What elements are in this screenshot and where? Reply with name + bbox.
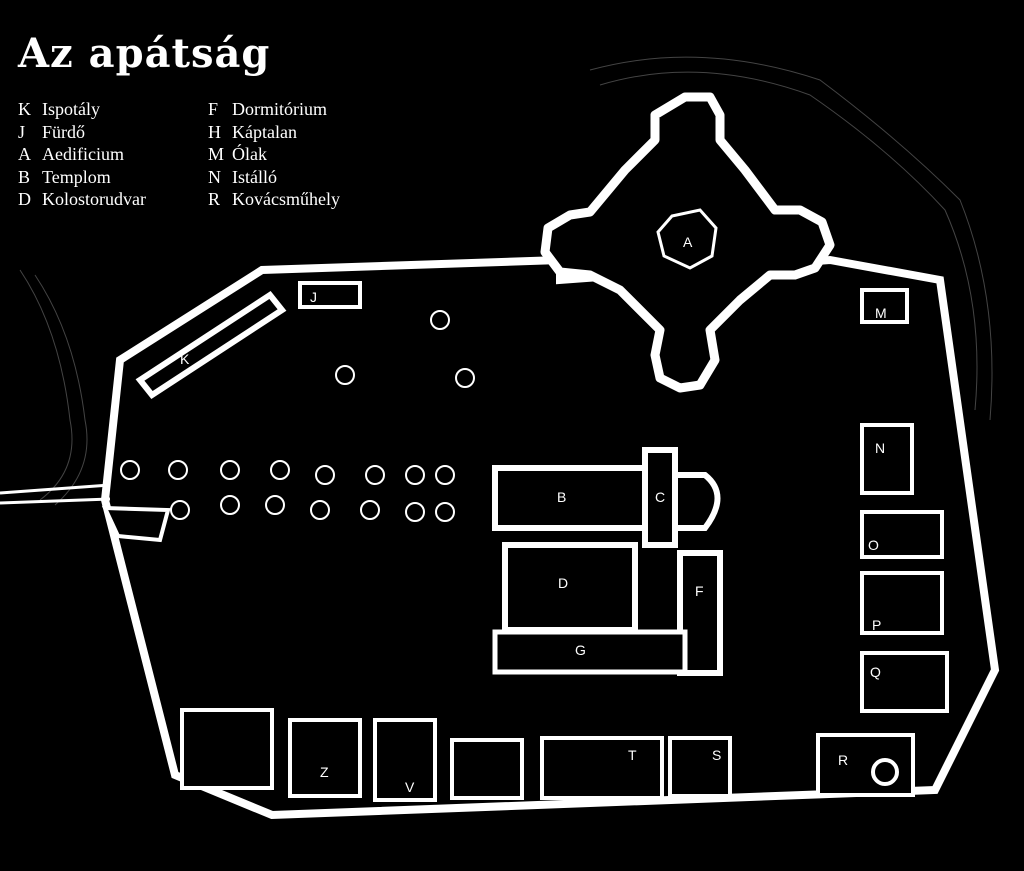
map-label-G: G	[575, 642, 586, 658]
bath-building	[298, 281, 362, 309]
aedificium-building	[540, 92, 835, 393]
map-label-K: K	[180, 351, 190, 367]
map-label-S: S	[712, 747, 721, 763]
map-label-T: T	[628, 747, 637, 763]
map-label-P: P	[872, 617, 881, 633]
map-label-C: C	[655, 489, 665, 505]
map-label-J: J	[310, 289, 317, 305]
gate-path	[0, 483, 111, 505]
pens-building	[860, 288, 909, 324]
map-label-M: M	[875, 305, 887, 321]
smithy-building	[816, 733, 915, 797]
stable-building	[860, 423, 914, 495]
building-z	[288, 718, 362, 798]
terrain-hatching	[19, 56, 993, 506]
map-label-A: A	[683, 234, 693, 250]
building-v	[373, 718, 437, 802]
tree-avenue	[120, 310, 475, 522]
map-label-V: V	[405, 779, 415, 795]
map-label-F: F	[695, 583, 704, 599]
abbey-outer-wall	[100, 255, 1000, 820]
building-s	[668, 736, 732, 798]
map-title: Az apátság	[18, 30, 271, 77]
building-p	[860, 571, 944, 635]
hospital-building	[135, 290, 287, 400]
cloister-building	[502, 542, 638, 633]
building-bottom-4	[450, 738, 524, 800]
map-label-N: N	[875, 440, 885, 456]
map-label-B: B	[557, 489, 566, 505]
map-label-D: D	[558, 575, 568, 591]
map-label-Q: Q	[870, 664, 881, 680]
smithy-furnace	[871, 758, 899, 786]
building-bottom-1	[180, 708, 274, 790]
map-label-R: R	[838, 752, 848, 768]
building-t	[540, 736, 664, 800]
gate-lodge	[101, 505, 171, 543]
chapter-building	[492, 629, 688, 675]
map-label-O: O	[868, 537, 879, 553]
building-q	[860, 651, 949, 713]
building-o	[860, 510, 944, 559]
map-label-Z: Z	[320, 764, 329, 780]
church-building	[492, 447, 721, 548]
